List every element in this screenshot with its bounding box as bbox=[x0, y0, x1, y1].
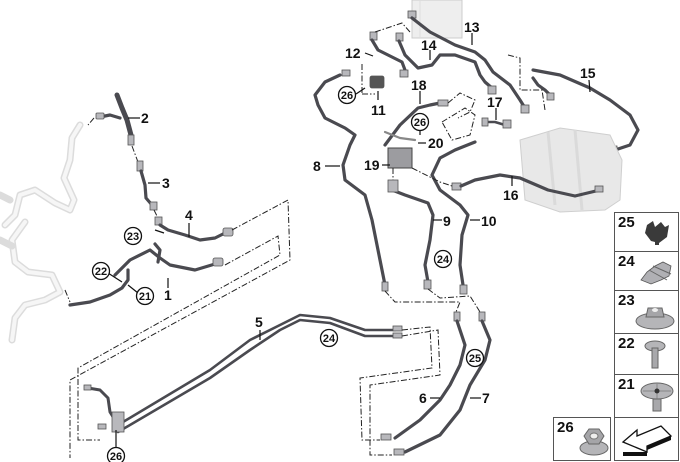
legend-number-25: 25 bbox=[618, 214, 635, 231]
callout-17[interactable]: 17 bbox=[487, 94, 503, 110]
callout-9[interactable]: 9 bbox=[443, 213, 451, 229]
main-canister bbox=[519, 127, 623, 213]
svg-text:21: 21 bbox=[139, 291, 151, 303]
legend-number-26: 26 bbox=[557, 419, 574, 436]
callout-12[interactable]: 12 bbox=[345, 45, 361, 61]
line-7 bbox=[393, 311, 492, 456]
hex-nut-icon bbox=[579, 428, 609, 456]
top-canister bbox=[411, 0, 463, 39]
svg-text:22: 22 bbox=[95, 266, 107, 278]
callout-22[interactable]: 22 bbox=[91, 261, 111, 281]
legend-number-24: 24 bbox=[618, 253, 635, 270]
callout-23[interactable]: 23 bbox=[123, 226, 143, 246]
legend-panel-22[interactable]: 22 bbox=[614, 333, 679, 375]
dash-9-7 bbox=[427, 288, 481, 313]
callout-20[interactable]: 20 bbox=[428, 135, 444, 151]
callout-2[interactable]: 2 bbox=[141, 110, 149, 126]
callout-26-part-20[interactable]: 26 bbox=[410, 112, 430, 132]
hose-3 bbox=[136, 160, 159, 219]
dash-12-top bbox=[374, 22, 411, 33]
legend-number-22: 22 bbox=[618, 335, 635, 352]
svg-text:24: 24 bbox=[323, 333, 336, 345]
callout-8[interactable]: 8 bbox=[313, 158, 321, 174]
leaders bbox=[107, 33, 591, 448]
legend-panel-23[interactable]: 23 bbox=[614, 290, 679, 334]
hose-2 bbox=[87, 92, 139, 163]
dash-frame-left bbox=[69, 199, 291, 458]
line-10 bbox=[430, 140, 477, 295]
clip-light-icon bbox=[640, 261, 672, 285]
line-8 bbox=[313, 69, 389, 292]
arrow-back-icon bbox=[621, 425, 673, 456]
line-6 bbox=[380, 311, 467, 441]
callout-labels: 1 2 3 4 5 6 7 8 9 10 11 12 13 14 15 16 1… bbox=[141, 19, 596, 406]
callout-13[interactable]: 13 bbox=[464, 19, 480, 35]
callout-24-line-5[interactable]: 24 bbox=[319, 328, 339, 348]
svg-text:24: 24 bbox=[437, 254, 450, 266]
callout-19[interactable]: 19 bbox=[364, 157, 380, 173]
callout-21[interactable]: 21 bbox=[135, 286, 155, 306]
line-9 bbox=[390, 188, 435, 290]
hose-1 bbox=[64, 242, 224, 307]
svg-text:26: 26 bbox=[341, 90, 353, 102]
part-19 bbox=[387, 147, 413, 193]
dash-15 bbox=[507, 54, 546, 111]
svg-text:25: 25 bbox=[469, 353, 481, 365]
dash-8-6 bbox=[384, 290, 461, 313]
dash-5-7 bbox=[369, 329, 441, 456]
callout-11[interactable]: 11 bbox=[371, 102, 386, 118]
svg-text:23: 23 bbox=[127, 231, 139, 243]
legend-number-21: 21 bbox=[618, 376, 635, 393]
legend-panel-26[interactable]: 26 bbox=[553, 417, 611, 461]
legend-panel-21[interactable]: 21 bbox=[614, 374, 679, 418]
callout-3[interactable]: 3 bbox=[162, 175, 170, 191]
line-5 bbox=[83, 313, 403, 434]
line-16 bbox=[451, 173, 604, 198]
legend-panel-25[interactable]: 25 bbox=[614, 212, 679, 252]
callout-26-part-11[interactable]: 26 bbox=[337, 85, 357, 105]
callout-16[interactable]: 16 bbox=[503, 187, 519, 203]
callout-1[interactable]: 1 bbox=[164, 287, 172, 303]
ghost-pipes bbox=[0, 121, 84, 344]
circled-callouts: 21 22 23 24 24 25 26 26 bbox=[91, 85, 485, 462]
callout-15[interactable]: 15 bbox=[580, 65, 596, 81]
callout-18[interactable]: 18 bbox=[411, 77, 427, 93]
part-11 bbox=[361, 64, 385, 95]
svg-text:26: 26 bbox=[110, 451, 122, 462]
callout-24-lines-9-10[interactable]: 24 bbox=[433, 249, 453, 269]
line-14 bbox=[395, 32, 497, 95]
svg-text:26: 26 bbox=[414, 117, 426, 129]
rivet-icon bbox=[640, 382, 674, 412]
callout-25[interactable]: 25 bbox=[465, 348, 485, 368]
callout-10[interactable]: 10 bbox=[481, 213, 497, 229]
back-navigation-button[interactable] bbox=[614, 417, 679, 461]
callout-5[interactable]: 5 bbox=[255, 314, 263, 330]
callout-6[interactable]: 6 bbox=[419, 390, 427, 406]
clip-dark-icon bbox=[645, 221, 669, 245]
part-17 bbox=[441, 107, 512, 141]
line-12 bbox=[369, 31, 409, 78]
dash-5-6 bbox=[359, 326, 433, 441]
callout-26-line-5[interactable]: 26 bbox=[106, 446, 126, 462]
callout-7[interactable]: 7 bbox=[482, 390, 490, 406]
screw-icon bbox=[644, 340, 666, 369]
legend-number-23: 23 bbox=[618, 292, 635, 309]
dash-19-16 bbox=[411, 167, 453, 187]
line-18 bbox=[383, 92, 476, 147]
callout-14[interactable]: 14 bbox=[421, 37, 437, 53]
line-13 bbox=[407, 10, 530, 114]
collar-nut-icon bbox=[635, 307, 675, 330]
part-20 bbox=[383, 130, 417, 142]
legend-panel-24[interactable]: 24 bbox=[614, 251, 679, 291]
callout-4[interactable]: 4 bbox=[185, 207, 193, 223]
hose-4 bbox=[154, 216, 234, 242]
